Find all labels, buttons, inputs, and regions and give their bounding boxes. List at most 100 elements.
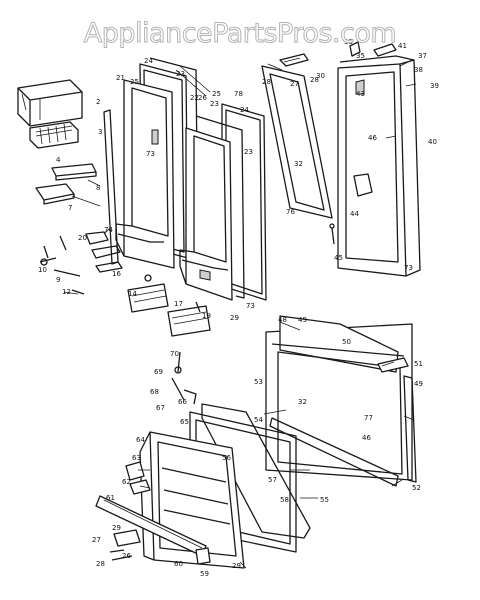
callout: 16 bbox=[112, 270, 121, 278]
crisper-bottom-rail bbox=[269, 417, 399, 487]
callout: 51 bbox=[414, 360, 423, 368]
hinge-parts bbox=[39, 231, 123, 295]
callout: 67 bbox=[156, 404, 165, 412]
callout: 27 bbox=[92, 536, 101, 544]
callout: 23 bbox=[210, 100, 219, 108]
callout: 63 bbox=[132, 454, 141, 462]
ice-tray bbox=[29, 121, 79, 149]
callout: 14 bbox=[128, 290, 137, 298]
callout: 56 bbox=[222, 454, 231, 462]
freezer-door-liner bbox=[115, 79, 175, 269]
callout: 28 bbox=[310, 76, 319, 84]
handle-end-caps bbox=[125, 461, 211, 565]
callout: 10 bbox=[38, 266, 47, 274]
ice-cube-bin bbox=[35, 183, 75, 205]
callout: 20 bbox=[78, 234, 87, 242]
callout: 32 bbox=[298, 398, 307, 406]
callout: 46 bbox=[368, 134, 377, 142]
handle-screw bbox=[329, 223, 335, 245]
callout: 2 bbox=[96, 98, 100, 106]
callout: 29 bbox=[232, 562, 241, 570]
callout: 68 bbox=[150, 388, 159, 396]
callout: 78 bbox=[234, 90, 243, 98]
callout: 50 bbox=[342, 338, 351, 346]
callout: 25 bbox=[212, 90, 221, 98]
leader-lines bbox=[63, 59, 417, 569]
callout: 19 bbox=[202, 312, 211, 320]
callout: 29 bbox=[230, 314, 239, 322]
callout: 65 bbox=[180, 418, 189, 426]
callout: 46 bbox=[362, 434, 371, 442]
callout: 32 bbox=[294, 160, 303, 168]
callout: 66 bbox=[178, 398, 187, 406]
fresh-food-panel-left bbox=[261, 53, 333, 219]
door-hinge-top bbox=[349, 41, 397, 57]
callout: 30 bbox=[316, 72, 325, 80]
callout: 44 bbox=[350, 210, 359, 218]
callout: 28 bbox=[262, 78, 271, 86]
callout: 29 bbox=[112, 524, 121, 532]
callout: 12 bbox=[62, 288, 71, 296]
callout: 9 bbox=[56, 276, 60, 284]
fresh-food-panel-right bbox=[337, 55, 421, 277]
callout: 48 bbox=[278, 316, 287, 324]
callout: 73 bbox=[146, 150, 155, 158]
callout: 55 bbox=[320, 496, 329, 504]
lower-handle-screws bbox=[171, 351, 197, 405]
callout: 49 bbox=[414, 380, 423, 388]
callout: 64 bbox=[136, 436, 145, 444]
callout: 70 bbox=[170, 350, 179, 358]
callout: 26 bbox=[198, 94, 207, 102]
callout: 3 bbox=[98, 128, 102, 136]
callout: 24 bbox=[144, 57, 153, 65]
callout: 37 bbox=[418, 52, 427, 60]
callout: 49 bbox=[298, 316, 307, 324]
callout: 17 bbox=[174, 300, 183, 308]
callout: 61 bbox=[106, 494, 115, 502]
callout: 54 bbox=[254, 416, 263, 424]
callout: 69 bbox=[154, 368, 163, 376]
callout: 45 bbox=[334, 254, 343, 262]
callout: 43 bbox=[356, 90, 365, 98]
dispenser-screw bbox=[144, 274, 201, 313]
callout: 8 bbox=[96, 184, 100, 192]
callout: 60 bbox=[174, 560, 183, 568]
callout: 35 bbox=[356, 52, 365, 60]
callout: 21 bbox=[116, 74, 125, 82]
callout: 22 bbox=[190, 94, 199, 102]
callout: 62 bbox=[122, 478, 131, 486]
callout: 38 bbox=[414, 66, 423, 74]
callout: 77 bbox=[364, 414, 373, 422]
crisper-side-trim bbox=[377, 357, 417, 483]
fresh-food-door-liner bbox=[179, 127, 233, 301]
callout: 26 bbox=[122, 552, 131, 560]
callout: 41 bbox=[398, 42, 407, 50]
callout: 27 bbox=[290, 80, 299, 88]
lower-hinge-parts bbox=[109, 529, 141, 561]
callout: 40 bbox=[428, 138, 437, 146]
callout: 73 bbox=[404, 264, 413, 272]
door-bin bbox=[17, 79, 83, 127]
callout: 24 bbox=[240, 106, 249, 114]
callout: 76 bbox=[286, 208, 295, 216]
callout: 4 bbox=[56, 156, 61, 164]
callout-labels: 24 23 21 25 73 22 26 23 24 78 25 23 29 7… bbox=[38, 38, 439, 578]
callout: 7 bbox=[68, 204, 72, 212]
callout: 53 bbox=[254, 378, 263, 386]
lower-door-gasket-outer bbox=[201, 403, 311, 539]
callout: 52 bbox=[412, 484, 421, 492]
callout: 28 bbox=[96, 560, 105, 568]
fresh-food-door-outer bbox=[195, 115, 245, 299]
callout: 59 bbox=[200, 570, 209, 578]
door-bottom-trim bbox=[127, 283, 211, 337]
callout: 58 bbox=[280, 496, 289, 504]
crisper-frame-outer bbox=[265, 315, 413, 481]
callout: 74 bbox=[104, 226, 113, 234]
callout: 25 bbox=[130, 78, 139, 86]
callout: 57 bbox=[268, 476, 277, 484]
small-shelf bbox=[51, 163, 97, 181]
callout: 23 bbox=[176, 70, 185, 78]
callout: 23 bbox=[244, 148, 253, 156]
callout: 33 bbox=[344, 38, 353, 46]
